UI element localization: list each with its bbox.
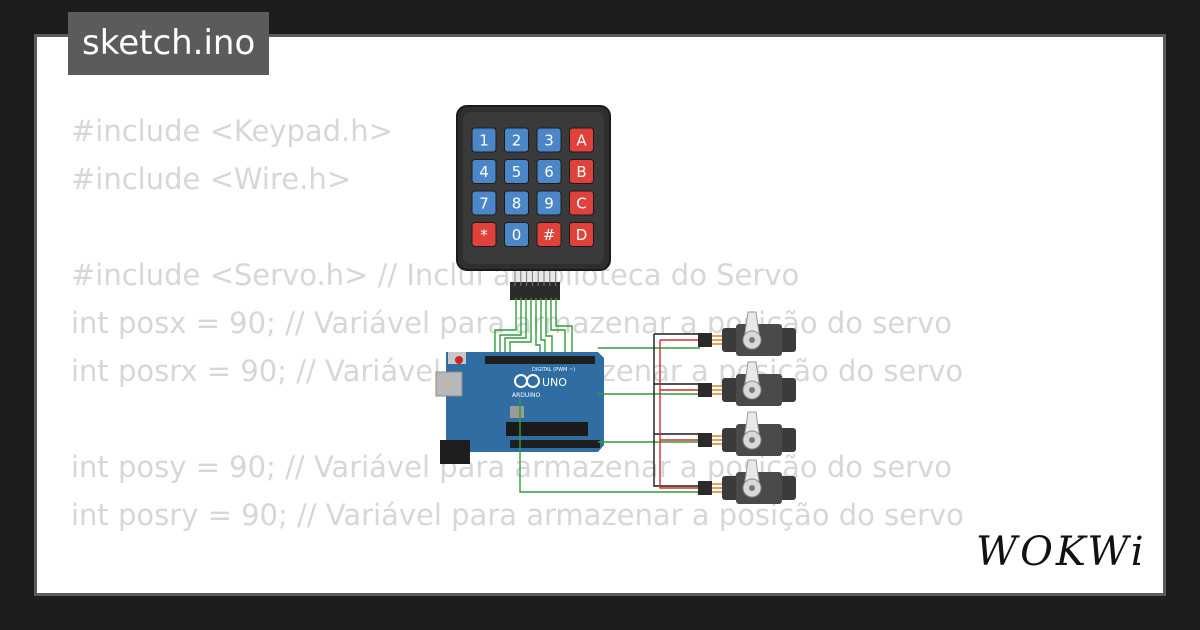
keypad-key-cap: [504, 127, 529, 153]
keypad-key[interactable]: 7: [471, 190, 497, 216]
keypad-key[interactable]: #: [536, 222, 562, 247]
keypad-key-label: B: [576, 163, 586, 181]
file-title-tab: sketch.ino: [68, 12, 270, 75]
keypad-key-cap: [536, 190, 562, 216]
keypad-key-label: D: [576, 226, 588, 244]
keypad-ribbon-cable: [510, 268, 560, 300]
keypad-key-cap: [569, 222, 594, 247]
servo-shaft-screw: [749, 485, 755, 491]
servo-motor[interactable]: [698, 459, 796, 504]
keypad-key-cap: [471, 159, 497, 184]
keypad-key-label: 0: [512, 226, 522, 244]
keypad-key[interactable]: D: [569, 222, 594, 247]
keypad-key[interactable]: 8: [504, 190, 529, 216]
membrane-keypad[interactable]: 1 2 3 A 4 5 6 B 7 8 9 C * 0 # D: [456, 105, 611, 271]
code-line: #include <Wire.h>: [71, 162, 352, 196]
keypad-key-cap: [536, 159, 562, 184]
arduino-uno-board[interactable]: UNO ARDUINO DIGITAL (PWM ~) POWER ANALOG…: [435, 352, 604, 464]
wokwi-logo: WOKWi: [976, 529, 1147, 575]
keypad-key-label: 6: [544, 163, 554, 181]
keypad-key-label: *: [480, 226, 488, 244]
keypad-key-label: 7: [479, 195, 489, 213]
keypad-key-cap: [471, 127, 497, 153]
keypad-key-cap: [504, 159, 529, 184]
keypad-key-label: 3: [544, 132, 554, 150]
keypad-key[interactable]: B: [569, 159, 594, 184]
servo-shaft-screw: [749, 387, 755, 393]
servo-connector: [698, 481, 712, 495]
keypad-wires: [494, 298, 573, 360]
keypad-key-cap: [569, 190, 594, 216]
digital-header-label: DIGITAL (PWM ~): [532, 367, 575, 373]
servo-connector: [698, 333, 712, 347]
code-line: int posy = 90; // Variável para armazena…: [71, 450, 953, 484]
keypad-key-cap: [504, 222, 529, 247]
keypad-key[interactable]: 9: [536, 190, 562, 216]
servo-connector: [698, 383, 712, 397]
keypad-key-label: 1: [479, 132, 489, 150]
keypad-key[interactable]: 0: [504, 222, 529, 247]
keypad-key-cap: [536, 127, 562, 153]
servo-shaft-screw: [749, 437, 755, 443]
keypad-key-label: 5: [512, 163, 522, 181]
servo-motor[interactable]: [698, 411, 796, 456]
keypad-key-cap: [471, 190, 497, 216]
arduino-brand-label: ARDUINO: [512, 392, 541, 399]
keypad-key[interactable]: 6: [536, 159, 562, 184]
keypad-key[interactable]: C: [569, 190, 594, 216]
keypad-key-label: C: [576, 195, 586, 213]
keypad-key-label: 4: [479, 163, 489, 181]
power-header-label: POWER: [514, 452, 531, 458]
code-line: #include <Keypad.h>: [71, 114, 393, 148]
analog-header-label: ANALOG IN: [556, 452, 581, 458]
keypad-key[interactable]: 2: [504, 127, 529, 153]
keypad-key[interactable]: 1: [471, 127, 497, 153]
servo-connector: [698, 433, 712, 447]
servo-motor[interactable]: [698, 311, 796, 356]
servo-shaft-screw: [749, 337, 755, 343]
keypad-key-label: 9: [544, 195, 554, 213]
code-line: int posx = 90; // Variável para armazena…: [71, 306, 953, 340]
keypad-key-label: #: [543, 226, 556, 244]
code-background: #include <Keypad.h>#include <Wire.h>#inc…: [71, 107, 964, 593]
keypad-key-cap: [504, 190, 529, 216]
arduino-model-label: UNO: [542, 376, 567, 389]
keypad-key-cap: [471, 222, 497, 247]
keypad-key-cap: [569, 159, 594, 184]
servo-wires: [519, 333, 700, 493]
keypad-key[interactable]: 5: [504, 159, 529, 184]
keypad-key[interactable]: A: [569, 127, 594, 153]
keypad-key-label: 2: [512, 132, 522, 150]
keypad-key-cap: [569, 127, 594, 153]
keypad-key[interactable]: 3: [536, 127, 562, 153]
keypad-key-label: A: [576, 132, 587, 150]
keypad-key-cap: [536, 222, 562, 247]
keypad-key-label: 8: [512, 195, 522, 213]
servo-motor[interactable]: [698, 361, 796, 406]
keypad-key[interactable]: 4: [471, 159, 497, 184]
keypad-key[interactable]: *: [471, 222, 497, 247]
